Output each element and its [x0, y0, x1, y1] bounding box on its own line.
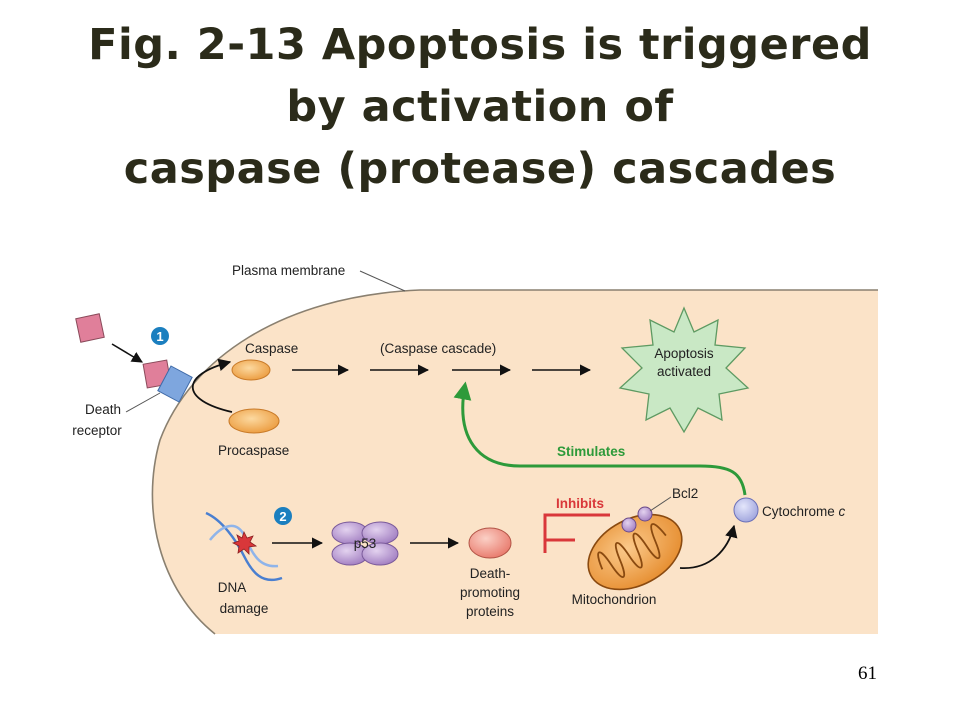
bcl2-protein-1	[621, 517, 637, 533]
caspase-cascade-label: (Caspase cascade)	[380, 341, 496, 356]
death-receptor	[157, 365, 193, 403]
step-2-number: 2	[279, 509, 286, 524]
title-line-2: by activation of	[286, 82, 674, 132]
cytochrome-release-arrow	[679, 524, 738, 569]
p53-protein	[331, 521, 399, 566]
plasma-membrane-leader	[359, 270, 406, 292]
apoptosis-label-2: activated	[657, 364, 711, 379]
apoptosis-label-1: Apoptosis	[654, 346, 714, 361]
procaspase-label: Procaspase	[218, 443, 289, 458]
dna-damage-burst	[231, 530, 258, 555]
death-promoting-label-1: Death-	[470, 566, 511, 581]
death-receptor-leader	[125, 392, 161, 413]
step-1-number: 1	[156, 329, 163, 344]
ligand-binding-arrow	[111, 343, 143, 363]
procaspase-shape	[228, 408, 280, 434]
title-line-3: caspase (protease) cascades	[123, 144, 837, 194]
page-number: 61	[858, 663, 877, 684]
cytochrome-c-shape	[733, 497, 759, 523]
death-promoting-label-3: proteins	[466, 604, 514, 619]
inhibits-label: Inhibits	[556, 496, 604, 511]
death-ligand-free	[75, 313, 105, 343]
procaspase-activation-arrow	[191, 358, 233, 413]
death-receptor-label-1: Death	[85, 402, 121, 417]
dna-label-1: DNA	[218, 580, 247, 595]
plasma-membrane-label: Plasma membrane	[232, 263, 345, 278]
apoptosis-starburst	[618, 306, 750, 434]
step-1-badge	[151, 327, 169, 345]
title-line-1: Fig. 2-13 Apoptosis is triggered	[88, 20, 872, 70]
bcl2-leader	[649, 496, 672, 512]
stimulates-label: Stimulates	[557, 444, 625, 459]
mitochondrion	[587, 513, 683, 591]
p53-label: p53	[354, 536, 377, 551]
caspase-label: Caspase	[245, 341, 298, 356]
death-promoting-protein-shape	[468, 527, 512, 559]
step-2-badge	[274, 507, 292, 525]
dna-label-2: damage	[220, 601, 269, 616]
cytochrome-c-label: Cytochrome c	[762, 504, 846, 519]
bcl2-label: Bcl2	[672, 486, 698, 501]
slide-title: Fig. 2-13 Apoptosis is triggered by acti…	[0, 14, 960, 200]
death-promoting-label-2: promoting	[460, 585, 520, 600]
bcl2-protein-2	[637, 506, 653, 522]
mitochondrion-label: Mitochondrion	[572, 592, 657, 607]
plasma-membrane	[151, 289, 878, 635]
stimulates-arrow	[453, 381, 747, 496]
caspase-shape	[231, 359, 271, 381]
death-receptor-label-2: receptor	[72, 423, 122, 438]
